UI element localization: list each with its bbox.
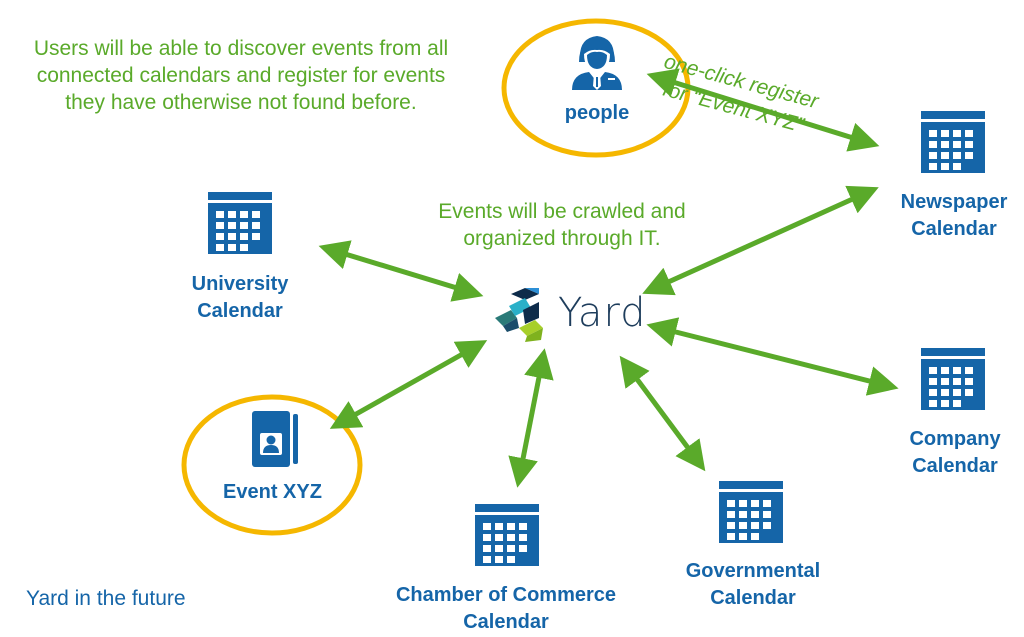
university-label-line: Calendar bbox=[197, 300, 283, 322]
university-calendar-icon bbox=[208, 192, 272, 254]
chamber-calendar-icon bbox=[475, 504, 539, 566]
chamber-label-line: Chamber of Commerce bbox=[395, 584, 617, 606]
intro-note-line: Users will be able to discover events fr… bbox=[33, 37, 449, 60]
university-label-line: University bbox=[191, 273, 289, 295]
arrow-event-yard bbox=[329, 340, 488, 429]
intro-note-line: connected calendars and register for eve… bbox=[36, 64, 446, 87]
event-highlight-ring bbox=[181, 394, 363, 536]
company-label-line: Company bbox=[909, 428, 1001, 450]
newspaper-label-line: Calendar bbox=[911, 218, 997, 240]
people-label: people bbox=[564, 102, 630, 124]
newspaper-label-line: Newspaper bbox=[900, 191, 1008, 213]
government-label-line: Calendar bbox=[710, 587, 796, 609]
newspaper-calendar-icon bbox=[921, 111, 985, 173]
arrow-people-newspaper bbox=[646, 68, 880, 152]
company-calendar-label: Company Calendar bbox=[880, 426, 1024, 480]
chamber-label-line: Calendar bbox=[463, 611, 549, 633]
newspaper-calendar-label: Newspaper Calendar bbox=[874, 189, 1024, 243]
intro-note-line: they have otherwise not found before. bbox=[65, 91, 417, 114]
arrow-university-yard bbox=[318, 240, 484, 302]
arrow-yard-newspaper bbox=[642, 185, 879, 296]
user-tie-icon bbox=[572, 36, 622, 90]
government-label-line: Governmental bbox=[685, 560, 821, 582]
event-label: Event XYZ bbox=[223, 481, 322, 503]
government-calendar-icon bbox=[719, 481, 783, 543]
chamber-calendar-label: Chamber of Commerce Calendar bbox=[376, 582, 636, 636]
crawl-note-line: Events will be crawled and bbox=[438, 200, 686, 223]
arrow-yard-government bbox=[619, 355, 706, 472]
arrow-yard-company bbox=[646, 317, 899, 396]
arrow-yard-chamber bbox=[508, 348, 554, 488]
diagram-caption: Yard in the future bbox=[26, 587, 186, 610]
yard-wordmark: Yard bbox=[558, 290, 647, 336]
company-calendar-icon bbox=[921, 348, 985, 410]
crawl-note-line: organized through IT. bbox=[463, 227, 661, 250]
university-calendar-label: University Calendar bbox=[165, 271, 315, 325]
crawl-note: Events will be crawled and organized thr… bbox=[412, 198, 712, 252]
government-calendar-label: Governmental Calendar bbox=[668, 558, 838, 612]
intro-note: Users will be able to discover events fr… bbox=[0, 35, 482, 116]
contact-card-icon bbox=[252, 411, 298, 467]
yard-cube-logo-icon bbox=[495, 288, 543, 342]
company-label-line: Calendar bbox=[912, 455, 998, 477]
